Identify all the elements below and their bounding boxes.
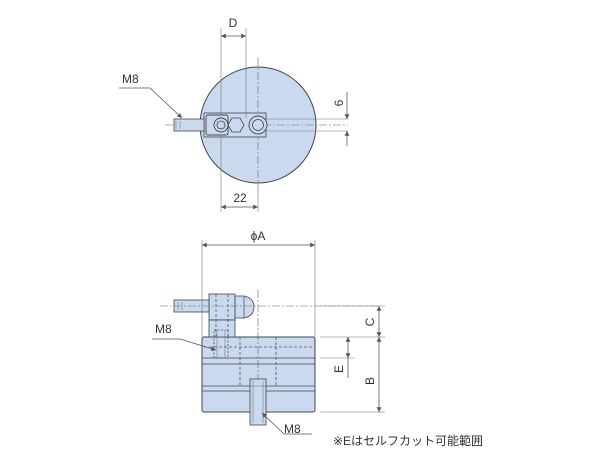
label-m8-left: M8 bbox=[155, 322, 172, 336]
side-view: ϕA C E B M8 M8 bbox=[152, 229, 385, 436]
dim-label-phi-a: ϕA bbox=[251, 229, 266, 243]
dim-label-22: 22 bbox=[233, 191, 247, 205]
top-view: D 22 6 M8 bbox=[119, 16, 350, 212]
side-view-clamp-block bbox=[208, 293, 236, 321]
top-view-m8-bolt bbox=[173, 118, 205, 132]
dim-label-6: 6 bbox=[332, 99, 346, 106]
dim-label-c: C bbox=[363, 317, 377, 326]
dim-label-d: D bbox=[229, 16, 238, 30]
dim-label-b: B bbox=[363, 377, 377, 385]
label-m8-bottom: M8 bbox=[284, 422, 301, 436]
footnote: ※Eはセルフカット可能範囲 bbox=[333, 433, 483, 448]
label-m8-top: M8 bbox=[122, 72, 139, 86]
dim-label-e: E bbox=[332, 365, 346, 373]
